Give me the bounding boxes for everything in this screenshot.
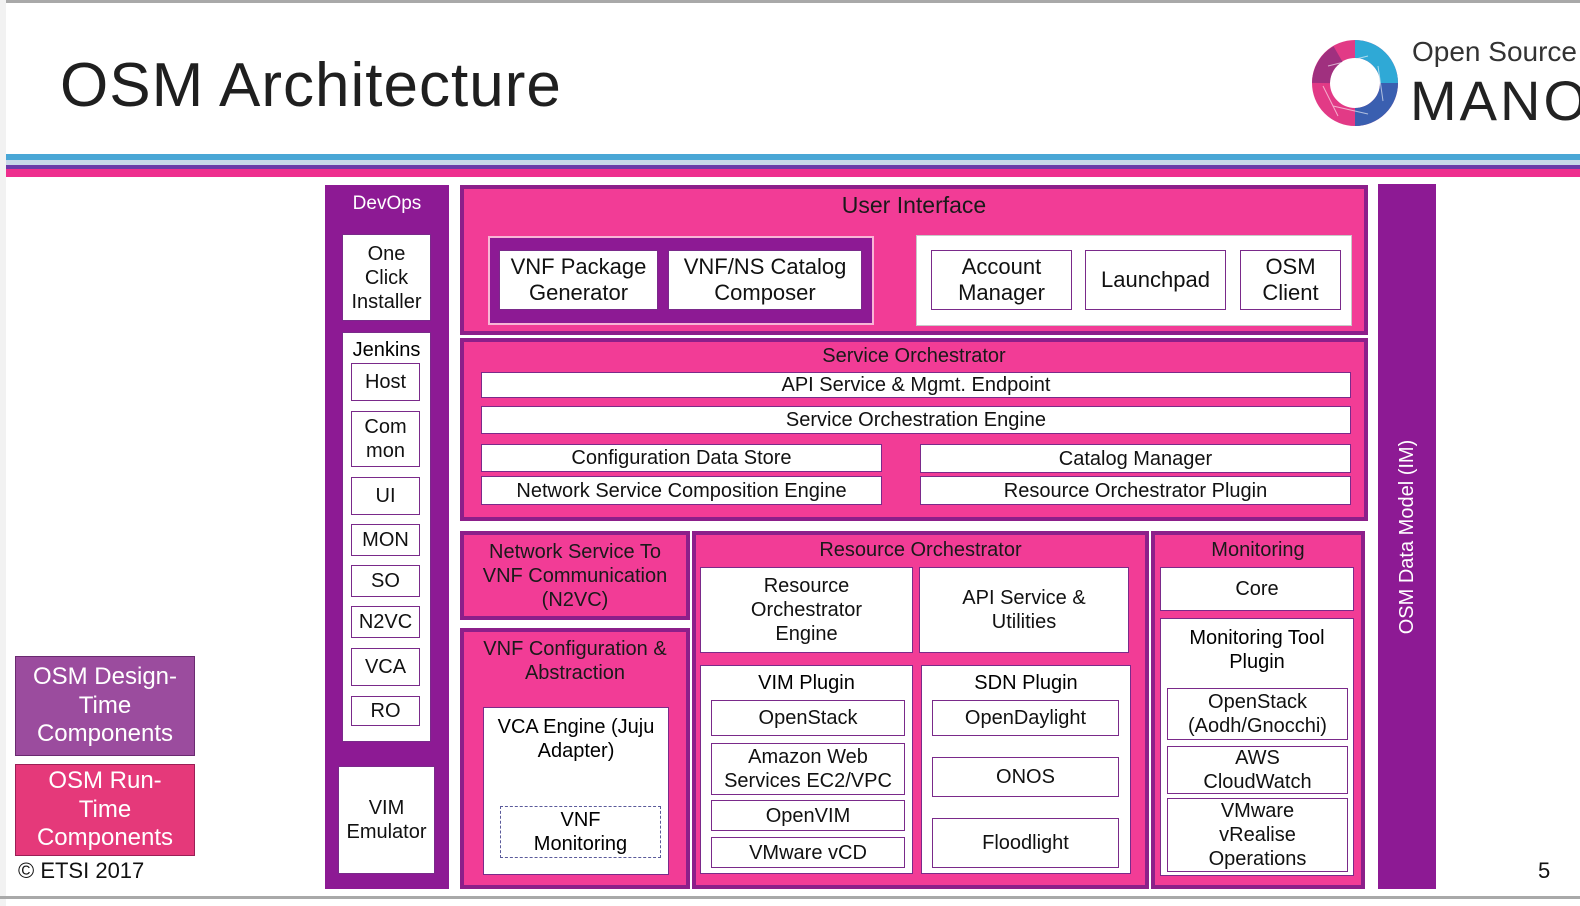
vca-engine-label: VCA Engine (Juju Adapter) — [497, 716, 655, 762]
ro-api-utilities: API Service & Utilities — [919, 567, 1129, 653]
page-number: 5 — [1538, 858, 1551, 883]
header-band-purple — [6, 165, 1580, 169]
vim-emulator: VIM Emulator — [338, 766, 435, 874]
header-band-pink — [6, 169, 1580, 177]
launchpad: Launchpad — [1085, 250, 1226, 310]
sdn-opendaylight: OpenDaylight — [932, 700, 1119, 736]
vim-openvim: OpenVIM — [711, 800, 905, 831]
vnf-ns-catalog-composer: VNF/NS Catalog Composer — [668, 250, 862, 310]
jenkins-mon: MON — [351, 524, 420, 556]
jenkins-ro: RO — [351, 696, 420, 726]
monitoring-tool-plugin-label: Monitoring Tool Plugin — [1189, 627, 1325, 673]
sdn-floodlight: Floodlight — [932, 818, 1119, 868]
copyright: © ETSI 2017 — [18, 858, 145, 883]
legend-design-time: OSM Design-Time Components — [15, 656, 195, 756]
logo-line2: MANO — [1410, 69, 1580, 132]
mano-ring-icon — [1312, 40, 1398, 126]
sdn-plugin-label: SDN Plugin — [974, 672, 1078, 694]
so-ns-composition-engine: Network Service Composition Engine — [481, 476, 882, 505]
page-title: OSM Architecture — [60, 51, 562, 120]
jenkins-so: SO — [351, 565, 420, 597]
sdn-onos: ONOS — [932, 757, 1119, 797]
left-border — [0, 0, 6, 906]
n2vc-panel: Network Service To VNF Communication (N2… — [460, 531, 690, 620]
account-manager: Account Manager — [931, 250, 1072, 310]
mon-aws-cloudwatch: AWS CloudWatch — [1167, 746, 1348, 794]
so-orchestration-engine: Service Orchestration Engine — [481, 406, 1351, 434]
data-model-panel — [1378, 184, 1436, 889]
legend-run-time: OSM Run-Time Components — [15, 764, 195, 856]
jenkins-ui: UI — [351, 477, 420, 515]
devops-title: DevOps — [352, 192, 422, 214]
ro-engine: Resource Orchestrator Engine — [700, 567, 913, 653]
so-api-endpoint: API Service & Mgmt. Endpoint — [481, 372, 1351, 398]
vnf-package-generator: VNF Package Generator — [499, 250, 658, 310]
jenkins-common: Com mon — [351, 411, 420, 467]
mon-vmware-vrealise: VMware vRealise Operations — [1167, 798, 1348, 872]
vim-vmware-vcd: VMware vCD — [711, 837, 905, 868]
vca-title: VNF Configuration & Abstraction — [483, 638, 667, 684]
vim-aws: Amazon Web Services EC2/VPC — [711, 743, 905, 795]
header-band-blue — [6, 154, 1580, 160]
so-config-data-store: Configuration Data Store — [481, 444, 882, 472]
user-interface-title: User Interface — [841, 192, 987, 219]
jenkins-label: Jenkins — [352, 339, 421, 361]
header-band-light — [6, 160, 1580, 165]
jenkins-vca: VCA — [351, 648, 420, 686]
vnf-monitoring: VNF Monitoring — [500, 806, 661, 858]
osm-client: OSM Client — [1240, 250, 1341, 310]
top-border — [0, 0, 1580, 3]
so-ro-plugin: Resource Orchestrator Plugin — [920, 476, 1351, 505]
osm-logo: Open Source MANO — [1308, 36, 1580, 132]
bottom-border — [0, 896, 1580, 899]
data-model-label: OSM Data Model (IM) — [1396, 439, 1418, 635]
logo-line1: Open Source — [1412, 36, 1577, 67]
monitoring-title: Monitoring — [1211, 539, 1305, 561]
vim-plugin-label: VIM Plugin — [758, 672, 855, 694]
vim-openstack: OpenStack — [711, 700, 905, 736]
mon-openstack: OpenStack (Aodh/Gnocchi) — [1167, 688, 1348, 740]
resource-orchestrator-title: Resource Orchestrator — [819, 539, 1022, 561]
monitoring-core: Core — [1160, 567, 1354, 611]
jenkins-host: Host — [351, 363, 420, 401]
jenkins-n2vc: N2VC — [351, 606, 420, 638]
so-catalog-manager: Catalog Manager — [920, 444, 1351, 473]
one-click-installer: One Click Installer — [342, 234, 431, 321]
service-orchestrator-title: Service Orchestrator — [822, 345, 1006, 367]
